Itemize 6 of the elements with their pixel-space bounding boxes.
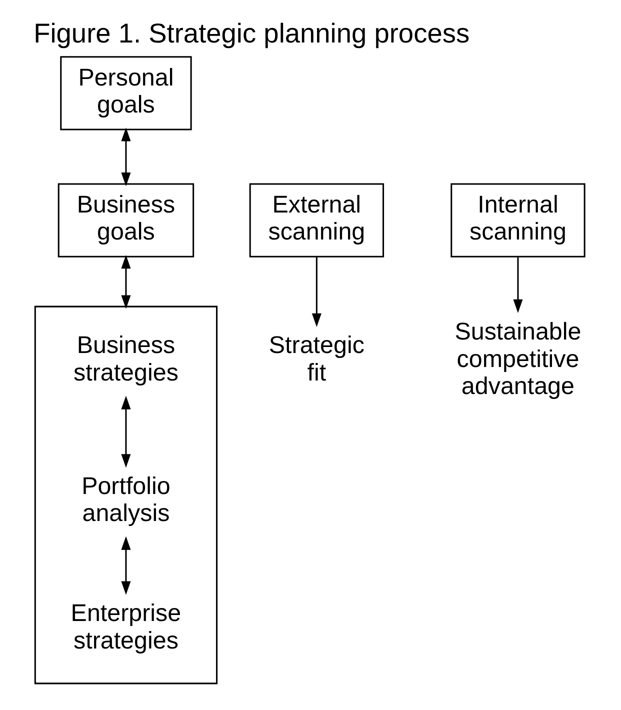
node-text: Business strategies	[73, 332, 178, 386]
diagram-title: Figure 1. Strategic planning process	[33, 17, 470, 48]
node-text: Portfolio analysis	[81, 472, 170, 528]
node-text: Strategic fit	[268, 332, 364, 386]
node-text: Enterprise strategies	[70, 600, 181, 654]
node-text: Sustainable competitive advantage	[454, 318, 581, 400]
